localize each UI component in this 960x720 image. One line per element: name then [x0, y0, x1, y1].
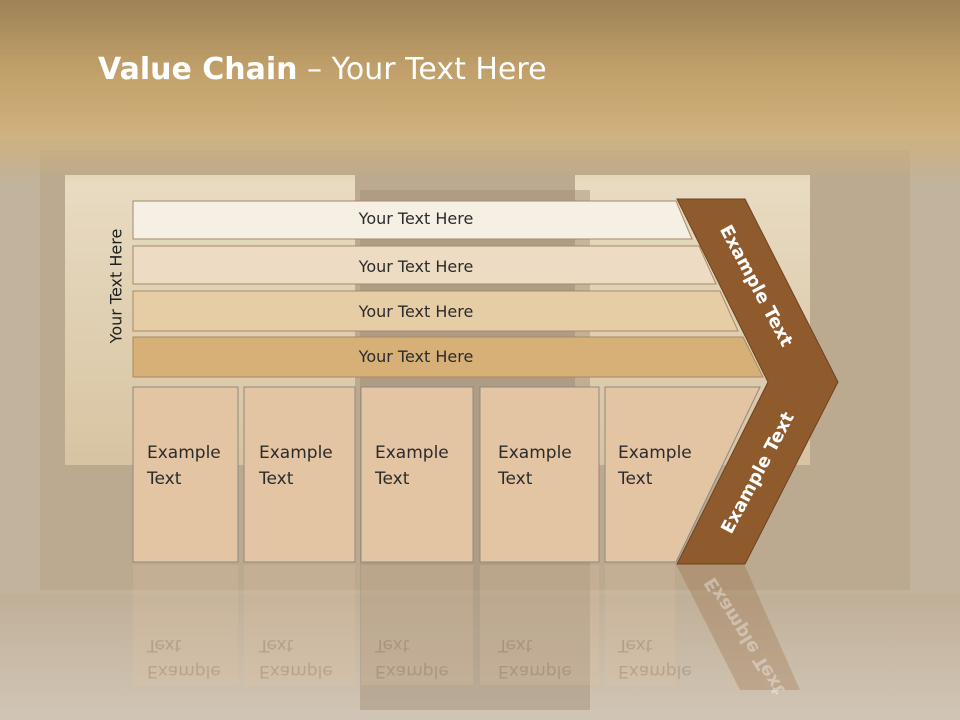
- box-3-line-1: Example: [375, 443, 449, 463]
- slide-title: Value Chain – Your Text Here: [98, 52, 547, 87]
- box-2-text: Example Text: [259, 440, 333, 492]
- box-5-line-2: Text: [618, 469, 653, 489]
- band-2-label: Your Text Here: [358, 257, 474, 276]
- box-2-reflection: Example Text: [259, 635, 333, 681]
- box-3-reflection: Example Text: [375, 635, 449, 681]
- box-4-text: Example Text: [498, 440, 572, 492]
- box-1-line-2: Text: [147, 469, 182, 489]
- title-bold: Value Chain: [98, 52, 298, 87]
- box-2-line-1: Example: [259, 443, 333, 463]
- primary-box-1: [132, 386, 239, 563]
- box-5-reflection: Example Text: [618, 635, 692, 681]
- primary-box-4: [479, 386, 600, 563]
- title-rest: – Your Text Here: [297, 52, 547, 87]
- box-1-text: Example Text: [147, 440, 221, 492]
- box-4-reflection: Example Text: [498, 635, 572, 681]
- margin-arrow: [676, 198, 839, 565]
- primary-box-2: [243, 386, 356, 563]
- box-2-line-2: Text: [259, 469, 294, 489]
- box-3-text: Example Text: [375, 440, 449, 492]
- box-4-line-1: Example: [498, 443, 572, 463]
- box-4-line-2: Text: [498, 469, 533, 489]
- band-3-label: Your Text Here: [358, 302, 474, 321]
- primary-box-3: [360, 386, 474, 563]
- box-5-line-1: Example: [618, 443, 692, 463]
- diagram-reflection: [133, 564, 800, 690]
- box-1-line-1: Example: [147, 443, 221, 463]
- band-4-label: Your Text Here: [358, 347, 474, 366]
- support-band-4: [132, 336, 764, 378]
- support-band-3: [132, 290, 739, 332]
- box-5-text: Example Text: [618, 440, 692, 492]
- box-1-reflection: Example Text: [147, 635, 221, 681]
- primary-box-5: [604, 386, 761, 563]
- support-band-1: [132, 200, 693, 240]
- band-1-label: Your Text Here: [358, 209, 474, 228]
- box-3-line-2: Text: [375, 469, 410, 489]
- support-band-2: [132, 245, 717, 285]
